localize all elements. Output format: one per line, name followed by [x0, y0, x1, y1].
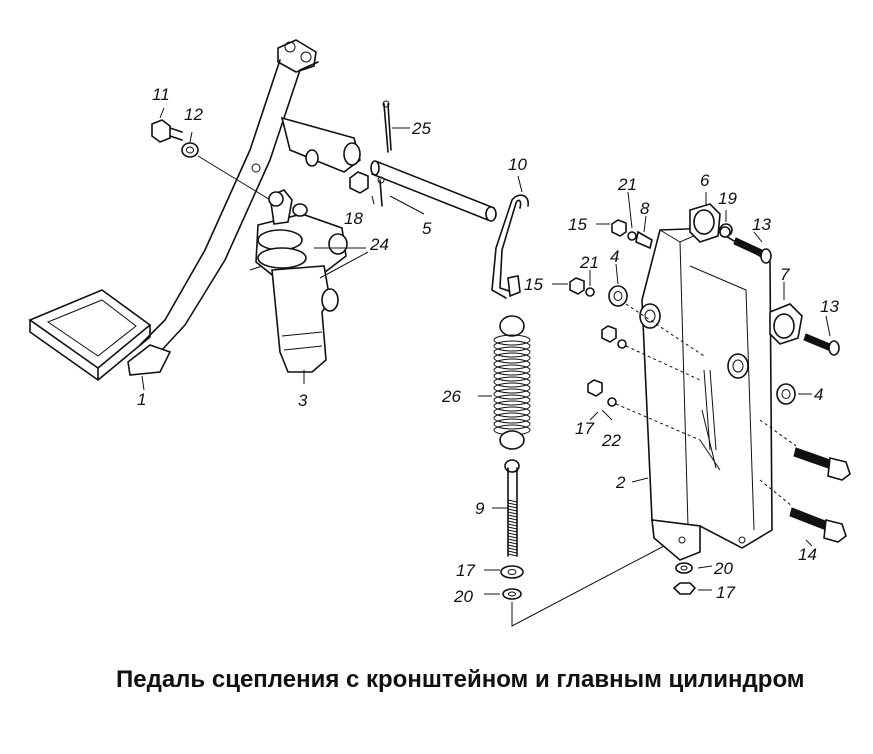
- small-fasteners: [569, 219, 731, 407]
- bolt-14-upper: [793, 447, 851, 481]
- label-11: 11: [152, 85, 170, 104]
- label-21-upper: 21: [617, 175, 637, 194]
- label-24: 24: [369, 235, 389, 254]
- exploded-parts-diagram: 1 2 3 4 4 5 6 7 8 9 10 11 12 13 13 14 15…: [28, 39, 851, 627]
- bolt-14-lower: [789, 507, 847, 543]
- pedal-shaft: [280, 116, 497, 222]
- label-13-upper: 13: [752, 215, 771, 234]
- label-26: 26: [441, 387, 461, 406]
- label-5: 5: [422, 219, 432, 238]
- bolt-13-lower: [803, 333, 840, 356]
- spring-26: [493, 315, 531, 450]
- label-7: 7: [780, 265, 790, 284]
- rod-nut-17: [500, 565, 524, 600]
- label-4-lower: 4: [814, 385, 823, 404]
- clutch-pedal: [28, 39, 319, 381]
- label-20-rod: 20: [453, 587, 473, 606]
- label-17-rod: 17: [456, 561, 475, 580]
- label-1: 1: [137, 390, 146, 409]
- label-14: 14: [798, 545, 817, 564]
- bracket-2: [639, 227, 773, 561]
- cotter-pin-25: [382, 100, 392, 153]
- return-rod-10: [491, 194, 529, 299]
- label-13-lower: 13: [820, 297, 839, 316]
- label-4-upper: 4: [610, 247, 619, 266]
- label-20-bracket: 20: [713, 559, 733, 578]
- label-18: 18: [344, 209, 363, 228]
- label-9: 9: [475, 499, 485, 518]
- washer-4-lower: [776, 383, 796, 405]
- threaded-rod-9: [504, 459, 520, 557]
- label-12: 12: [184, 105, 203, 124]
- label-25: 25: [411, 119, 431, 138]
- label-21-lower: 21: [579, 253, 599, 272]
- master-cylinder: [249, 189, 348, 373]
- label-2: 2: [615, 473, 626, 492]
- nut-18: [349, 171, 385, 207]
- label-8: 8: [640, 199, 650, 218]
- label-17-bracket: 17: [716, 583, 735, 602]
- label-22: 22: [601, 431, 621, 450]
- bracket-nuts: [672, 562, 697, 595]
- part-labels: 1 2 3 4 4 5 6 7 8 9 10 11 12 13 13 14 15…: [137, 85, 839, 606]
- label-6: 6: [700, 171, 710, 190]
- stop-7: [769, 303, 803, 345]
- stop-6: [689, 203, 721, 243]
- label-10: 10: [508, 155, 527, 174]
- figure-caption: Педаль сцепления с кронштейном и главным…: [116, 666, 805, 693]
- washer-4-upper: [608, 285, 628, 307]
- leader-lines: [141, 107, 831, 627]
- label-19: 19: [718, 189, 737, 208]
- label-17-middle: 17: [575, 419, 594, 438]
- label-3: 3: [298, 391, 308, 410]
- label-15-upper: 15: [568, 215, 587, 234]
- label-15-lower: 15: [524, 275, 543, 294]
